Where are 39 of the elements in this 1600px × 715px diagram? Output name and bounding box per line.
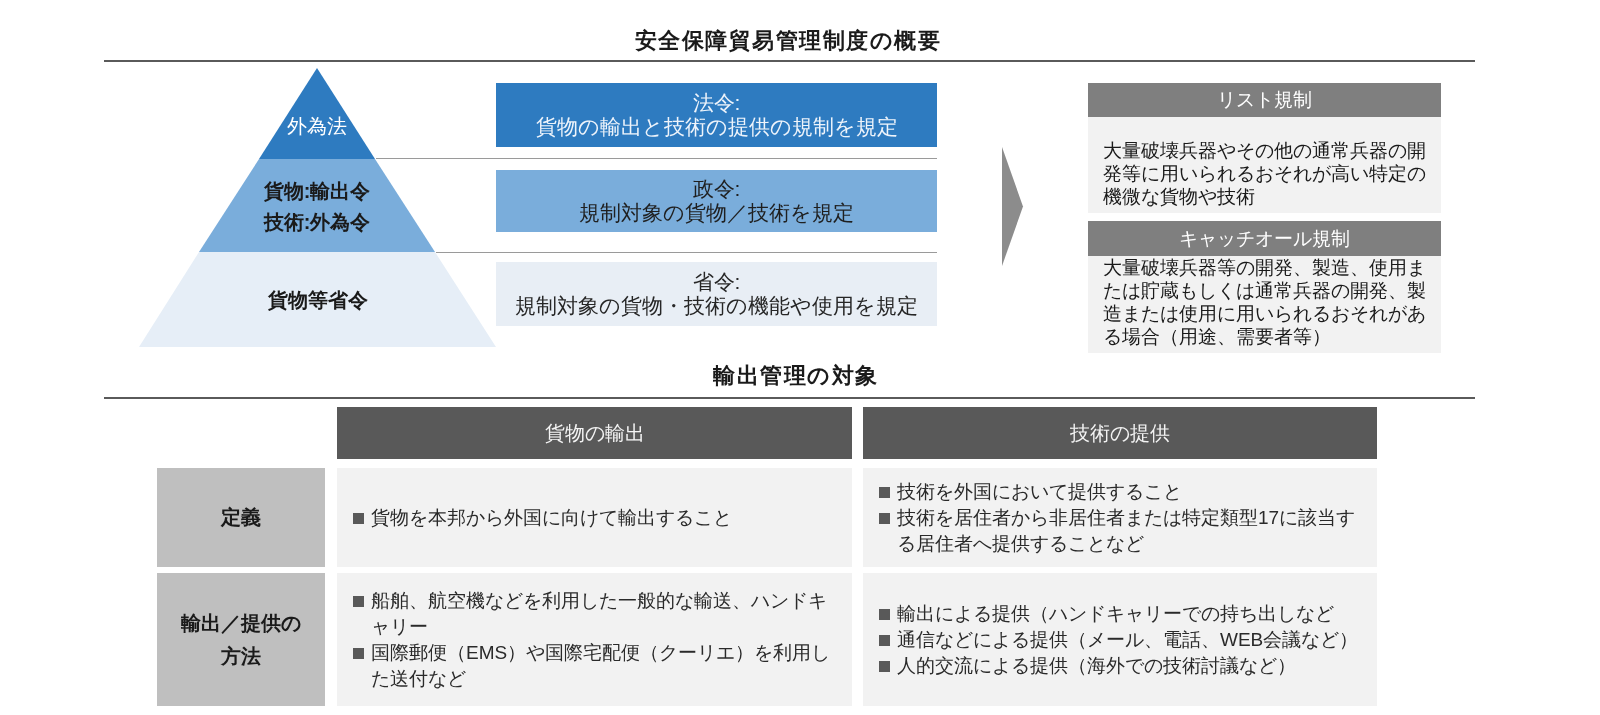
box-text: 規制対象の貨物・技術の機能や使用を規定 — [515, 294, 918, 318]
info-box — [496, 170, 937, 232]
box-text: 規制対象の貨物／技術を規定 — [579, 201, 854, 225]
tier-label: 外為法 — [287, 113, 347, 139]
table-cell — [863, 573, 1377, 706]
card-text: 大量破壊兵器やその他の通常兵器の開発等に用いられるおそれが高い特定の機微な貨物や技術 — [1102, 139, 1427, 208]
section-heading: 輸出管理の対象 — [713, 362, 879, 390]
pyramid-tier — [139, 252, 496, 347]
box-heading: 省令: — [692, 270, 741, 294]
bullet-text: 人的交流による提供（海外での技術討議など） — [897, 653, 1296, 678]
tier-label: 技術:外為令 — [263, 209, 371, 235]
row-header: 定義 — [157, 468, 325, 567]
row-header: 輸出／提供の方法 — [157, 573, 325, 706]
box-text: 貨物の輸出と技術の提供の規制を規定 — [535, 115, 898, 139]
title: 安全保障貿易管理制度の概要 — [634, 27, 942, 55]
card-header: リスト規制 — [1088, 83, 1441, 117]
column-header: 技術の提供 — [863, 407, 1377, 459]
box-heading: 法令: — [692, 91, 741, 115]
bullet-text: 船舶、航空機などを利用した一般的な輸送、ハンドキャリー — [371, 588, 828, 639]
bullet-text: 技術を外国において提供すること — [897, 479, 1182, 504]
pyramid-tier — [199, 159, 435, 252]
bullet-text: 輸出による提供（ハンドキャリーでの持ち出しなど — [897, 601, 1334, 626]
chevron-arrow — [1002, 147, 1023, 266]
bullet-text: 通信などによる提供（メール、電話、WEB会議など） — [897, 627, 1359, 652]
info-card — [1088, 83, 1441, 213]
table-cell — [337, 573, 852, 706]
bullet-text: 技術を居住者から非居住者または特定類型17に該当する居住者へ提供することなど — [897, 505, 1357, 556]
column-header: 貨物の輸出 — [337, 407, 852, 459]
info-box — [496, 83, 937, 147]
table-cell — [337, 468, 852, 567]
card-header: キャッチオール規制 — [1088, 221, 1441, 256]
info-card — [1088, 221, 1441, 353]
tier-label: 貨物等省令 — [267, 287, 368, 313]
box-heading: 政令: — [692, 177, 741, 201]
bullet-text: 国際郵便（EMS）や国際宅配便（クーリエ）を利用した送付など — [371, 640, 832, 691]
table-cell — [863, 468, 1377, 567]
bullet-text: 貨物を本邦から外国に向けて輸出すること — [371, 505, 732, 530]
tier-label: 貨物:輸出令 — [263, 178, 371, 204]
card-text: 大量破壊兵器等の開発、製造、使用または貯蔵もしくは通常兵器の開発、製造または使用に用いられるおそれがある場合（用途、需要者等） — [1102, 256, 1427, 348]
